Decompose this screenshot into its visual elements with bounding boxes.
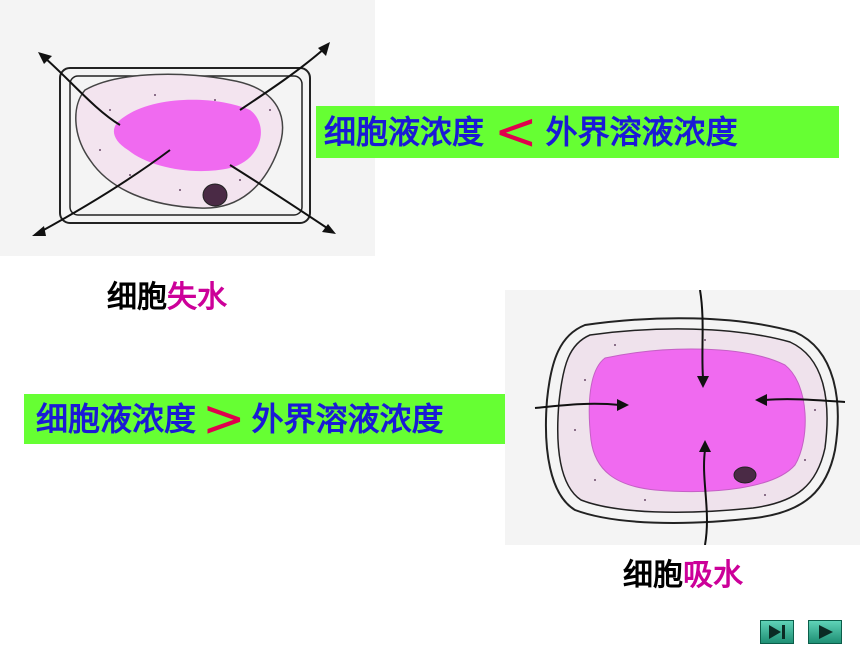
vacuole [588, 348, 806, 492]
greater-than-sign: > [202, 389, 246, 449]
next-button[interactable] [808, 620, 842, 644]
less-than-sign: < [494, 102, 538, 162]
nucleus [202, 183, 228, 207]
skip-to-end-icon [769, 625, 785, 639]
top-formula-box: 细胞液浓度 < 外界溶液浓度 [316, 106, 839, 158]
caption-cell-absorbs-water: 细胞吸水 [623, 558, 743, 593]
nucleus [733, 466, 757, 484]
bottom-formula-left: 细胞液浓度 [36, 400, 197, 438]
outer-cell-wall [544, 317, 839, 524]
bottom-formula-right: 外界溶液浓度 [251, 400, 444, 438]
plasmolyzed-cell-diagram [0, 0, 375, 256]
vacuole [113, 99, 261, 172]
top-formula-right: 外界溶液浓度 [545, 113, 738, 151]
caption-cell-loses-water: 细胞失水 [107, 280, 227, 315]
top-formula-left: 细胞液浓度 [324, 113, 485, 151]
skip-to-end-button[interactable] [760, 620, 794, 644]
bottom-formula-box: 细胞液浓度 > 外界溶液浓度 [24, 389, 538, 449]
outer-cell-wall [59, 67, 311, 224]
turgid-cell-diagram [505, 290, 860, 545]
play-next-icon [819, 625, 833, 639]
